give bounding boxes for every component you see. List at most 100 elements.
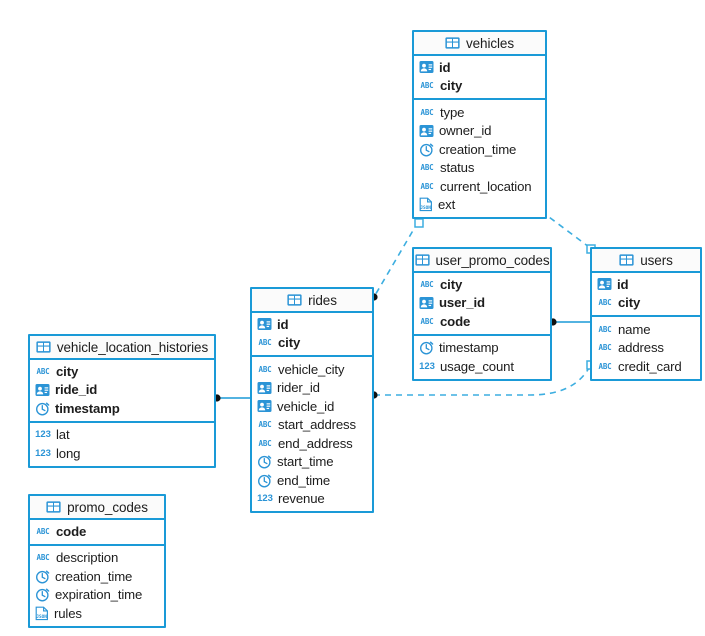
table-header[interactable]: promo_codes bbox=[30, 496, 164, 520]
id-badge-icon bbox=[35, 383, 50, 397]
abc-text-icon: ABC bbox=[420, 279, 434, 289]
field-row[interactable]: JSON ext bbox=[414, 196, 545, 215]
field-name: id bbox=[617, 276, 629, 292]
field-name: description bbox=[56, 550, 119, 566]
table-header[interactable]: users bbox=[592, 249, 700, 273]
field-row[interactable]: id bbox=[252, 315, 372, 334]
field-name: usage_count bbox=[440, 358, 514, 374]
field-row[interactable]: vehicle_id bbox=[252, 397, 372, 416]
id-badge-icon bbox=[257, 317, 272, 331]
id-badge-icon bbox=[419, 60, 434, 74]
field-name: rules bbox=[54, 605, 82, 621]
field-name: end_time bbox=[277, 472, 331, 488]
field-row[interactable]: timestamp bbox=[414, 339, 550, 358]
field-row[interactable]: ride_id bbox=[30, 381, 214, 400]
field-row[interactable]: ABC type bbox=[414, 103, 545, 122]
field-row[interactable]: rider_id bbox=[252, 379, 372, 398]
field-name: id bbox=[277, 316, 289, 332]
field-name: city bbox=[56, 363, 79, 379]
field-row[interactable]: ABC city bbox=[252, 334, 372, 353]
field-name: timestamp bbox=[55, 400, 120, 416]
field-name: vehicle_city bbox=[278, 361, 345, 377]
field-name: ext bbox=[438, 197, 456, 213]
field-name: city bbox=[278, 335, 301, 351]
field-name: end_address bbox=[278, 435, 353, 451]
field-row[interactable]: user_id bbox=[414, 294, 550, 313]
field-row[interactable]: creation_time bbox=[30, 567, 164, 586]
id-badge-icon bbox=[257, 399, 272, 413]
field-row[interactable]: start_time bbox=[252, 453, 372, 472]
123-number-icon: 123 bbox=[419, 360, 435, 372]
table-grid-icon bbox=[287, 294, 302, 306]
table-header[interactable]: rides bbox=[252, 289, 372, 313]
table-title: user_promo_codes bbox=[435, 252, 550, 268]
table-title: vehicles bbox=[466, 35, 514, 51]
field-row[interactable]: id bbox=[592, 275, 700, 294]
json-document-icon: JSON bbox=[419, 197, 433, 212]
field-name: ride_id bbox=[55, 382, 98, 398]
abc-text-icon: ABC bbox=[420, 81, 434, 90]
abc-text-icon: ABC bbox=[258, 420, 272, 429]
table-title: rides bbox=[308, 292, 337, 308]
field-name: current_location bbox=[440, 178, 532, 194]
field-row[interactable]: id bbox=[414, 58, 545, 77]
table-header[interactable]: vehicle_location_histories bbox=[30, 336, 214, 360]
id-badge-icon bbox=[419, 124, 434, 138]
field-row[interactable]: timestamp bbox=[30, 399, 214, 418]
field-name: lat bbox=[56, 427, 70, 443]
field-row[interactable]: end_time bbox=[252, 471, 372, 490]
table-grid-icon bbox=[36, 341, 51, 353]
abc-text-icon: ABC bbox=[258, 338, 272, 347]
clock-icon bbox=[35, 587, 50, 602]
field-name: credit_card bbox=[618, 358, 682, 374]
field-name: type bbox=[440, 104, 465, 120]
field-name: city bbox=[440, 78, 463, 94]
field-row[interactable]: expiration_time bbox=[30, 586, 164, 605]
table-header[interactable]: vehicles bbox=[414, 32, 545, 56]
field-name: timestamp bbox=[439, 340, 499, 356]
field-row[interactable]: owner_id bbox=[414, 122, 545, 141]
field-row[interactable]: ABC city bbox=[414, 77, 545, 96]
relationship-endpoint-square bbox=[414, 218, 424, 228]
svg-text:JSON: JSON bbox=[420, 205, 431, 211]
table-header[interactable]: user_promo_codes bbox=[414, 249, 550, 273]
abc-text-icon: ABC bbox=[598, 298, 612, 307]
clock-icon bbox=[257, 454, 272, 469]
relationship-upc-users bbox=[549, 318, 590, 326]
field-row[interactable]: creation_time bbox=[414, 140, 545, 159]
id-badge-icon bbox=[257, 381, 272, 395]
abc-text-icon: ABC bbox=[420, 107, 434, 117]
field-row[interactable]: 123 usage_count bbox=[414, 357, 550, 376]
